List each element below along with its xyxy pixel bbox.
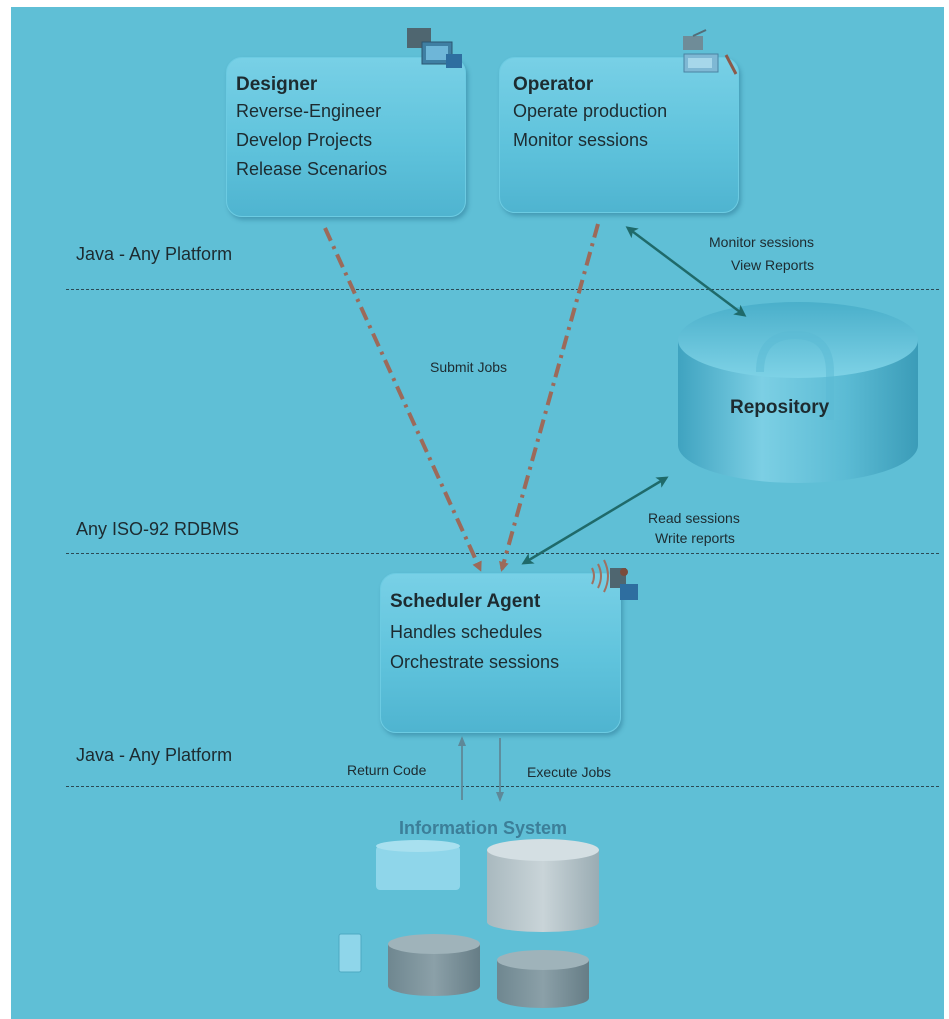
layer-label-rdbms: Any ISO-92 RDBMS <box>76 519 240 539</box>
operator-console-icon <box>683 29 738 75</box>
operator-title: Operator <box>513 74 594 95</box>
designer-line-1: Reverse-Engineer <box>236 101 382 121</box>
layer-label-java-bottom: Java - Any Platform <box>76 745 233 765</box>
scheduler-agent-box <box>380 573 621 733</box>
diagram-background <box>11 7 944 1019</box>
layer-divider-top <box>66 289 939 290</box>
view-reports-label: View Reports <box>731 257 815 273</box>
scheduler-repository-arrow <box>521 476 669 565</box>
scheduler-agent-title: Scheduler Agent <box>390 591 541 612</box>
designer-workstation-icon <box>407 28 462 68</box>
operator-line-2: Monitor sessions <box>513 130 649 150</box>
scheduler-line-2: Orchestrate sessions <box>390 652 560 672</box>
repository-label: Repository <box>730 397 830 418</box>
designer-submit-arrow <box>323 227 482 572</box>
designer-box <box>226 57 466 217</box>
scheduler-line-1: Handles schedules <box>390 622 543 642</box>
submit-jobs-label: Submit Jobs <box>430 359 508 375</box>
return-code-label: Return Code <box>347 762 427 778</box>
designer-line-2: Develop Projects <box>236 130 373 150</box>
operator-line-1: Operate production <box>513 101 668 121</box>
layer-divider-bottom <box>66 786 939 787</box>
operator-submit-arrow <box>499 223 600 572</box>
write-reports-label: Write reports <box>655 530 735 546</box>
read-sessions-label: Read sessions <box>648 510 740 526</box>
information-system-title: Information System <box>399 818 568 838</box>
repository-cylinder <box>678 302 918 483</box>
operator-box <box>499 57 739 213</box>
designer-title: Designer <box>236 74 318 95</box>
scheduler-agent-icon <box>591 559 638 600</box>
execute-jobs-label: Execute Jobs <box>527 764 612 780</box>
layer-label-java-top: Java - Any Platform <box>76 244 233 264</box>
operator-repository-arrow <box>625 226 747 317</box>
information-system-storage <box>338 839 599 1008</box>
designer-line-3: Release Scenarios <box>236 159 388 179</box>
monitor-sessions-label: Monitor sessions <box>709 234 815 250</box>
layer-divider-middle <box>66 553 939 554</box>
